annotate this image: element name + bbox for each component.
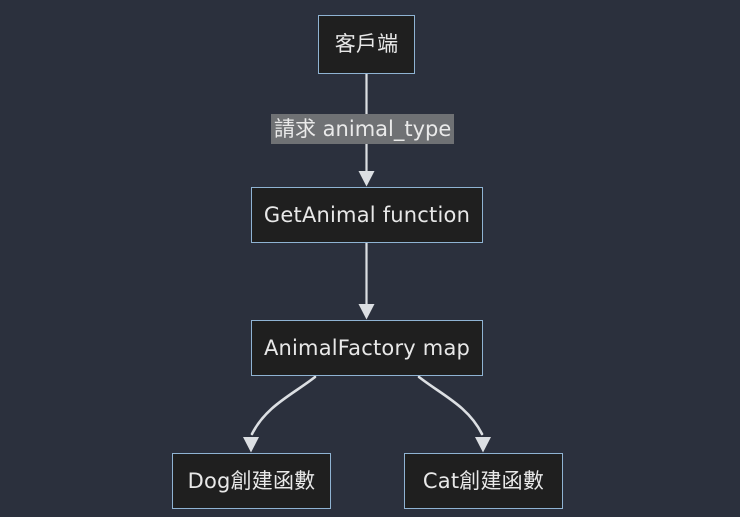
edge-curve [250, 375, 317, 436]
node-cat-creator-function[interactable]: Cat創建函數 [404, 453, 563, 509]
arrowhead-icon [358, 304, 375, 320]
edge-curve [417, 375, 484, 436]
node-client-label: 客戶端 [334, 32, 399, 56]
edge-getanimal-to-factory [358, 243, 375, 320]
edge-label-request-animal-type: 請求 animal_type [271, 114, 455, 145]
arrowhead-icon [358, 171, 375, 187]
edge-label-text: 請求 animal_type [274, 117, 452, 141]
arrowhead-icon [475, 437, 491, 453]
node-animalfactory-map-label: AnimalFactory map [263, 335, 471, 360]
node-dog-creator-function[interactable]: Dog創建函數 [172, 453, 331, 509]
edge-factory-to-cat [417, 375, 491, 453]
node-cat-creator-function-label: Cat創建函數 [422, 468, 545, 493]
edge-factory-to-dog [243, 375, 317, 453]
node-getanimal-function-label: GetAnimal function [263, 202, 471, 227]
arrowhead-icon [243, 437, 259, 453]
node-getanimal-function[interactable]: GetAnimal function [251, 187, 483, 243]
node-client[interactable]: 客戶端 [318, 15, 415, 74]
node-dog-creator-function-label: Dog創建函數 [187, 468, 316, 493]
node-animalfactory-map[interactable]: AnimalFactory map [251, 320, 483, 376]
